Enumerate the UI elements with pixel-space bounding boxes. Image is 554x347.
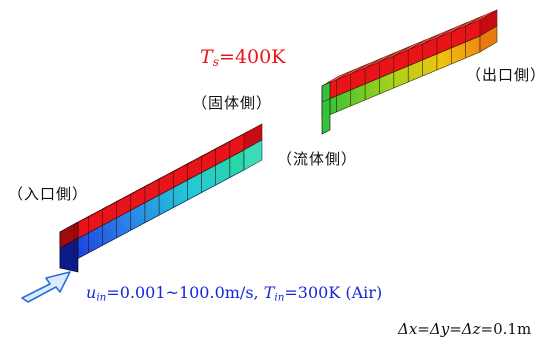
outlet-segment bbox=[321, 9, 498, 135]
outlet-mesh-lines bbox=[321, 15, 483, 112]
solid-temperature-label: Ts=400K bbox=[200, 46, 286, 70]
inlet-mesh-lines bbox=[59, 131, 248, 261]
inflow-condition-label: uin=0.001~100.0m/s, Tin=300K (Air) bbox=[86, 283, 383, 304]
inlet-segment bbox=[59, 123, 263, 273]
inlet-side-label: （入口側） bbox=[8, 185, 89, 203]
inflow-arrow-icon bbox=[21, 271, 71, 303]
solid-side-label: （固体側） bbox=[192, 94, 273, 112]
inlet-fluid-front-face bbox=[59, 149, 245, 269]
fluid-side-label: （流体側） bbox=[277, 150, 358, 168]
mesh-size-label: Δx=Δy=Δz=0.1m bbox=[398, 320, 532, 338]
outlet-side-label: （出口側） bbox=[466, 66, 547, 84]
outlet-start-face bbox=[321, 81, 331, 135]
inlet-end-red bbox=[59, 221, 79, 249]
inlet-fluid-bottom-face bbox=[59, 139, 263, 269]
outlet-fluid-end-face bbox=[479, 25, 498, 53]
